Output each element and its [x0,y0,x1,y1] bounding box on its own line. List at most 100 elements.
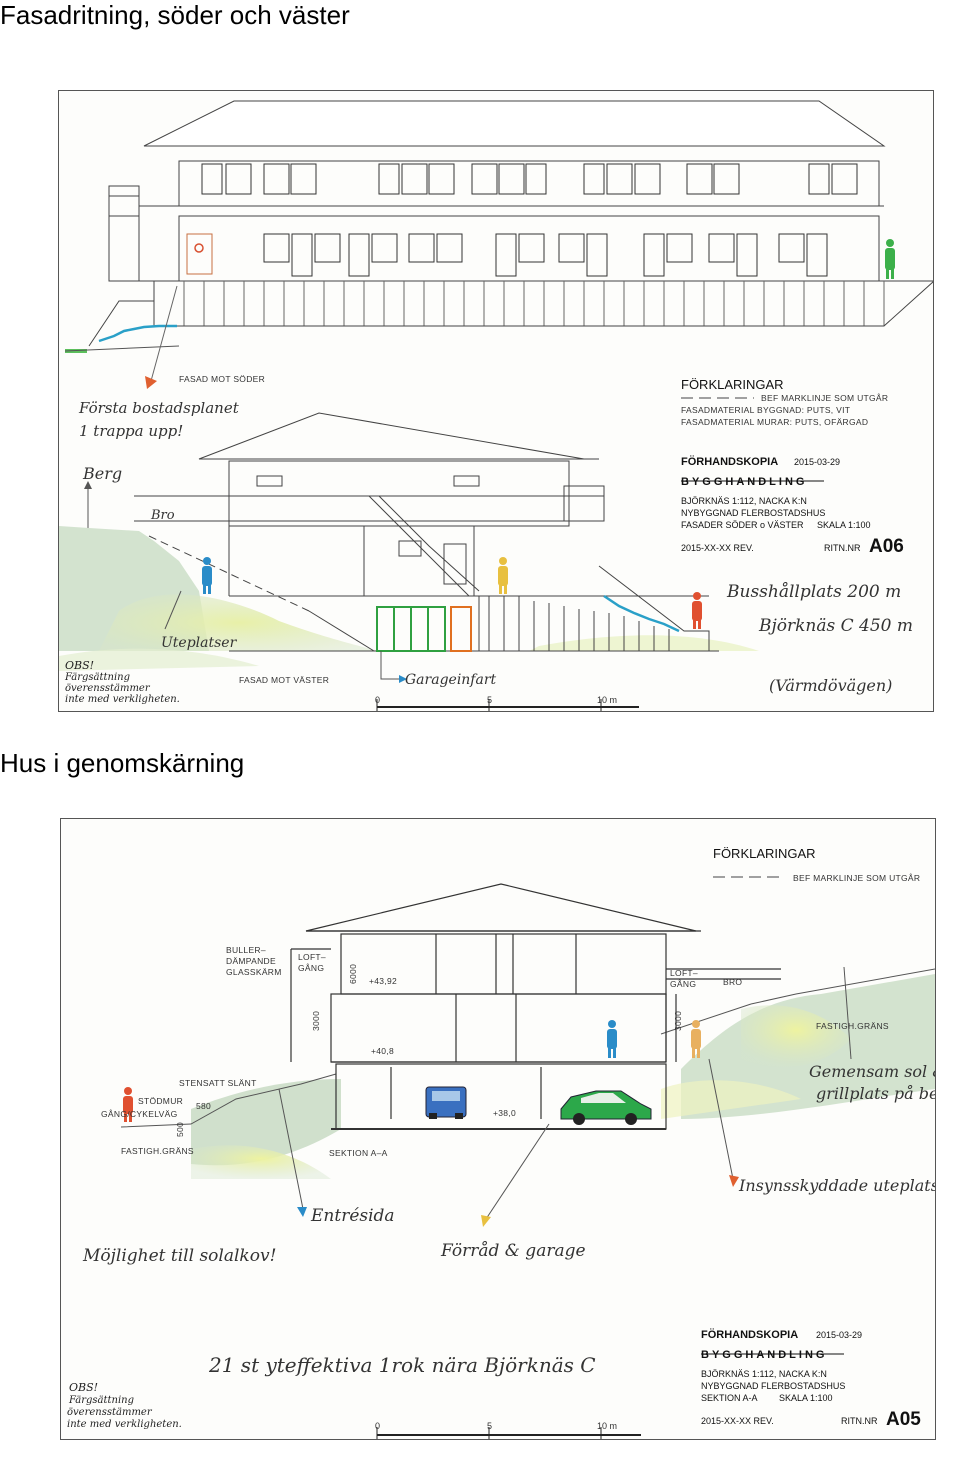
note-21-apartments: 21 st yteffektiva 1rok nära Björknäs C [208,1353,596,1377]
note-first-floor: Första bostadsplanet [78,399,240,417]
person-blue-middle [607,1020,617,1058]
dim-3000-left: 3000 [311,1011,321,1031]
person-red-left [123,1087,133,1122]
section-heading: Hus i genomskärning [0,748,245,778]
garage-side-door-orange [450,606,472,652]
stamp-title: FÖRHANDSKOPIA [681,455,778,468]
stamp2-rev: 2015-XX-XX REV. [701,1416,774,1426]
west-person-blue [202,557,212,594]
section-labels: BULLER– DÄMPANDE GLASSKÄRM LOFT– GÅNG LO… [101,945,889,1158]
stamp-line-3: FASADER SÖDER o VÄSTER [681,520,804,530]
obs-line-3: överensstämmer [65,683,151,694]
stamp2-title: FÖRHANDSKOPIA [701,1328,798,1341]
west-stair-blue [603,594,680,633]
legend-sheet2: FÖRKLARINGAR BEF MARKLINJE SOM UTGÅR [713,846,920,883]
label-loftgang-1: LOFT– [298,952,326,962]
stamp-ritn: RITN.NR [824,543,861,553]
garage-arrow [380,651,399,680]
section-building [290,883,781,1130]
stamp-date: 2015-03-29 [794,457,840,467]
stamp2-scale: SKALA 1:100 [779,1393,833,1403]
scale2-5: 5 [487,1421,492,1431]
note-gemensam-1: Gemensam sol & [809,1062,935,1081]
obs2-line-2: Färgsättning [68,1395,134,1406]
obs-line-1: OBS! [65,659,94,672]
garage-arrowhead [399,675,407,683]
obs2-line-3: överensstämmer [67,1407,153,1418]
south-ground-line [64,345,180,352]
legend-line-text: BEF MARKLINJE SOM UTGÅR [761,393,888,403]
obs-line-2: Färgsättning [64,672,130,683]
label-loftgang-3: LOFT– [670,968,698,978]
west-person-yellow [498,557,508,594]
facade-drawing-sheet: FASAD MOT SÖDER Första bostadsplanet 1 t… [58,90,935,712]
note-bro: Bro [150,508,175,523]
stamp-scale: SKALA 1:100 [817,520,871,530]
note-bjorknas-c: Björknäs C 450 m [758,616,913,636]
note-garageinfart: Garageinfart [405,672,497,688]
stamp2-line-2: NYBYGGNAD FLERBOSTADSHUS [701,1381,845,1391]
label-stodmur: STÖDMUR [138,1096,183,1106]
note-berg: Berg [82,464,122,483]
note-insynsskyddade: Insynsskyddade uteplatser! [738,1176,935,1195]
note-mojlighet: Möjlighet till solalkov! [82,1246,276,1266]
stamp-rev: 2015-XX-XX REV. [681,543,754,553]
stamp2-line-1: BJÖRKNÄS 1:112, NACKA K:N [701,1369,827,1379]
note-uteplatser: Uteplatser [161,635,238,651]
legend-material-1: FASADMATERIAL BYGGNAD: PUTS, VIT [681,405,850,415]
label-loftgang-2: GÅNG [298,963,324,973]
obs-note-sheet2: OBS! Färgsättning överensstämmer inte me… [67,1381,182,1430]
dim-6000: 6000 [348,964,358,984]
south-facade-building [88,100,935,347]
first-floor-arrowhead [145,376,157,389]
obs2-line-4: inte med verkligheten. [67,1419,182,1430]
west-person-red [692,592,702,629]
label-west-facade: FASAD MOT VÄSTER [239,675,329,685]
south-stair-blue [98,324,177,343]
stamp2-drawing-number: A05 [886,1409,921,1430]
note-forrad-garage: Förråd & garage [440,1241,586,1261]
scale2-0: 0 [375,1421,380,1431]
west-terrain [59,526,759,671]
legend2-line-text: BEF MARKLINJE SOM UTGÅR [793,873,920,883]
scale-0: 0 [375,695,380,705]
obs-line-4: inte med verkligheten. [65,694,180,705]
legend-material-2: FASADMATERIAL MURAR: PUTS, OFÄRGAD [681,417,868,427]
section-drawing: BULLER– DÄMPANDE GLASSKÄRM LOFT– GÅNG LO… [67,846,960,1439]
stamp2-date: 2015-03-29 [816,1330,862,1340]
label-bro: BRO [723,977,742,987]
note-entresida: Entrésida [310,1206,395,1226]
dim-3000-right: 3000 [673,1011,683,1031]
section-drawing-sheet: BULLER– DÄMPANDE GLASSKÄRM LOFT– GÅNG LO… [60,818,960,1440]
label-south-facade: FASAD MOT SÖDER [179,374,265,384]
scale-bar-sheet1: 0 5 10 m [375,695,639,711]
green-car-icon [560,1090,652,1125]
label-buller-3: GLASSKÄRM [226,967,282,977]
section-notes: Gemensam sol & grillplats på berget Insy… [82,966,960,1377]
legend-sheet1: FÖRKLARINGAR BEF MARKLINJE SOM UTGÅR FAS… [681,377,888,427]
south-person-figure [885,239,895,279]
obs-note-sheet1: OBS! Färgsättning överensstämmer inte me… [64,659,180,705]
stamp-line-2: NYBYGGNAD FLERBOSTADSHUS [681,508,825,518]
label-section-aa: SEKTION A–A [329,1148,388,1158]
berg-arrowhead [84,481,92,489]
blue-car-icon [425,1086,467,1119]
label-buller-1: BULLER– [226,945,266,955]
scale-5: 5 [487,695,492,705]
dim-580: 580 [196,1101,211,1111]
scale2-10: 10 m [597,1421,617,1431]
stamp-line-1: BJÖRKNÄS 1:112, NACKA K:N [681,496,807,506]
garage-doors-green [376,606,446,652]
level-408: +40,8 [371,1046,394,1056]
label-fastighgrans-right: FASTIGH.GRÄNS [816,1021,889,1031]
scale-10: 10 m [597,695,617,705]
title-block-sheet1: FÖRHANDSKOPIA 2015-03-29 BYGGHANDLING BJ… [681,455,904,557]
west-facade-building [134,412,719,652]
note-gemensam-2: grillplats på berget [816,1084,935,1103]
obs2-line-1: OBS! [69,1381,98,1394]
stamp2-type: BYGGHANDLING [701,1349,827,1361]
stamp2-ritn: RITN.NR [841,1416,878,1426]
note-bus-stop: Busshållplats 200 m [726,582,901,602]
dim-500: 500 [175,1122,185,1137]
label-stensatt-slant: STENSATT SLÄNT [179,1078,257,1088]
